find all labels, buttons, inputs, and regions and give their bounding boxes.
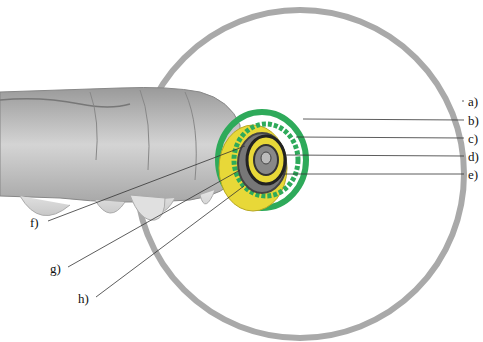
callout-letter: g) <box>50 262 61 275</box>
callout-letter: e) <box>468 168 478 181</box>
callout-letter: c) <box>468 132 478 145</box>
callout-letter: a) <box>468 95 478 108</box>
callout-letter: f) <box>30 216 39 229</box>
tooth-model <box>0 88 240 221</box>
leader-lines <box>48 101 464 297</box>
callout-letter: d) <box>468 150 479 163</box>
callout-letter: b) <box>468 114 479 127</box>
implant-rings <box>218 112 306 211</box>
callout-letter: h) <box>78 292 89 305</box>
